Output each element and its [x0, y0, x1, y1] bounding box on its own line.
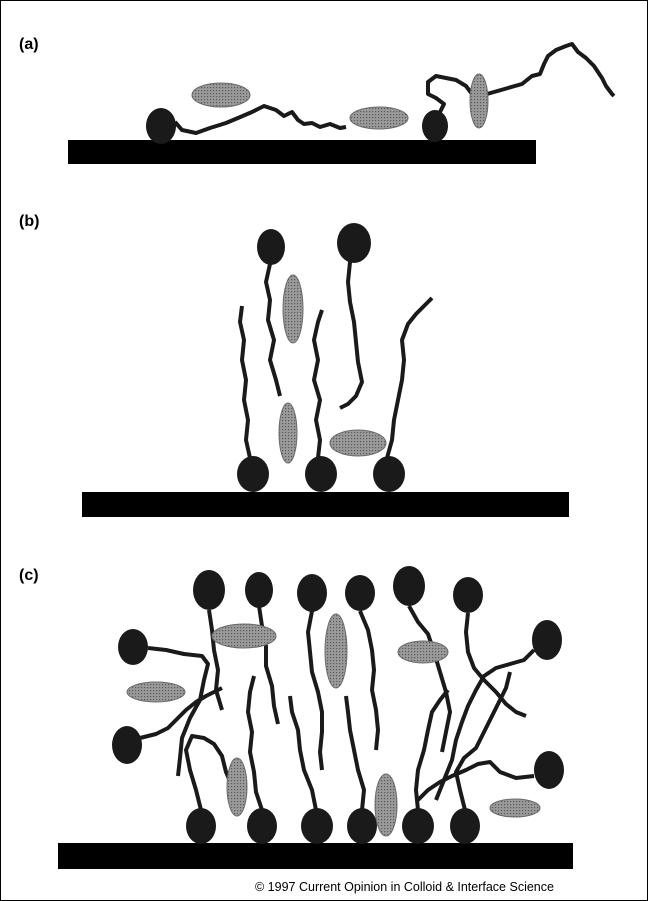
guest-molecule: [127, 682, 185, 702]
guest-molecule: [470, 74, 488, 128]
headgroup: [337, 223, 371, 263]
chain: [360, 611, 378, 750]
headgroup: [245, 572, 273, 608]
chain: [266, 264, 280, 396]
chain: [259, 606, 278, 724]
chain: [340, 262, 362, 408]
chain: [387, 298, 432, 458]
headgroup: [247, 808, 277, 844]
headgroup: [112, 726, 142, 764]
panel-a: [68, 44, 614, 164]
guest-molecule: [330, 430, 386, 456]
headgroup: [373, 456, 405, 492]
chain: [418, 762, 534, 800]
headgroup: [532, 620, 562, 660]
guest-molecule: [325, 614, 347, 688]
headgroup: [534, 751, 564, 789]
headgroup: [237, 456, 269, 492]
copyright-notice: © 1997 Current Opinion in Colloid & Inte…: [255, 880, 554, 894]
guest-molecule: [490, 799, 540, 817]
guest-molecule: [192, 83, 250, 107]
chain: [346, 696, 364, 810]
headgroup: [257, 229, 285, 265]
headgroup: [393, 566, 425, 606]
chain: [290, 696, 316, 810]
panel-c: [58, 566, 573, 869]
guest-molecule: [283, 275, 303, 343]
chain: [456, 672, 510, 810]
chain: [248, 676, 262, 810]
panel-b: [82, 223, 569, 517]
headgroup: [146, 108, 176, 144]
headgroup: [305, 456, 337, 492]
headgroup: [450, 808, 480, 844]
guest-molecule: [398, 641, 448, 663]
substrate-a: [68, 140, 536, 164]
chain: [148, 648, 208, 776]
headgroup: [422, 110, 448, 142]
chain: [175, 106, 346, 133]
headgroup: [297, 574, 327, 612]
headgroup: [402, 808, 434, 844]
headgroup: [453, 577, 483, 613]
guest-molecule: [212, 624, 276, 648]
headgroup: [118, 629, 148, 665]
guest-molecule: [375, 774, 397, 836]
headgroup: [193, 570, 225, 610]
chain: [240, 306, 250, 458]
guest-molecule: [279, 403, 297, 463]
guest-molecule: [227, 758, 247, 816]
substrate-b: [82, 492, 569, 517]
chain: [314, 310, 322, 458]
headgroup: [345, 575, 375, 611]
chain: [466, 613, 526, 716]
guest-molecule: [350, 107, 408, 129]
chain: [428, 44, 614, 112]
substrate-c: [58, 843, 573, 869]
chain: [308, 611, 322, 770]
headgroup: [301, 808, 333, 844]
headgroup: [186, 808, 216, 844]
headgroup: [347, 808, 377, 844]
